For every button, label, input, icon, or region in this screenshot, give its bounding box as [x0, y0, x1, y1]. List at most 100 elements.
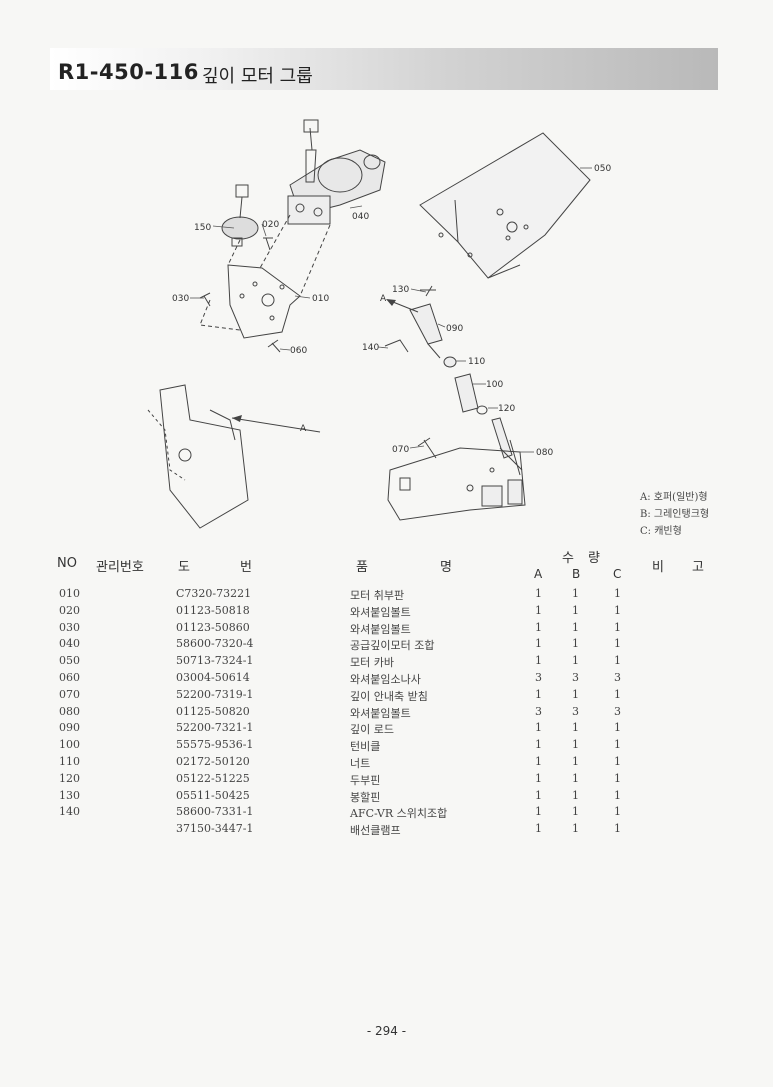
parts-diagram: 150 020 030 010 040 050 060 130 090 140 …: [147, 119, 611, 529]
qty-a: 1: [535, 755, 542, 768]
motor-cover: [419, 132, 591, 279]
depth-motor: [287, 119, 386, 225]
callout-080: 070: [392, 445, 409, 455]
qty-c: 1: [614, 772, 621, 785]
row-number: 130: [59, 789, 80, 802]
part-name: 와셔붙임볼트: [350, 707, 411, 720]
qty-b: 1: [572, 721, 579, 734]
part-number: 01123-50818: [176, 604, 250, 617]
part-name: 모터 취부판: [350, 589, 405, 602]
part-number: 58600-7320-4: [176, 637, 254, 650]
callout-150: 150: [194, 223, 211, 233]
header-col-a: A: [534, 567, 543, 581]
header-qty-2: 량: [588, 551, 600, 566]
part-name: 깊이 로드: [350, 723, 394, 736]
row-number: 070: [59, 688, 80, 701]
row-number: 090: [59, 721, 80, 734]
qty-a: 1: [535, 822, 542, 835]
qty-c: 1: [614, 654, 621, 667]
qty-b: 1: [572, 755, 579, 768]
overview-sketch: [147, 384, 321, 529]
callout-040: 040: [352, 212, 369, 222]
arrow-label-a: A: [380, 294, 387, 304]
qty-a: 1: [535, 688, 542, 701]
page-number: - 294 -: [366, 1024, 407, 1038]
qty-a: 1: [535, 805, 542, 818]
callout-100: 100: [486, 380, 503, 390]
qty-a: 1: [535, 738, 542, 751]
document-code: R1-450-116: [58, 60, 199, 84]
header-part-name-2: 명: [440, 560, 452, 575]
qty-c: 1: [614, 755, 621, 768]
document-title: 깊이 모터 그룹: [202, 66, 313, 87]
part-name: 와셔붙임볼트: [350, 606, 411, 619]
qty-c: 1: [614, 621, 621, 634]
qty-b: 1: [572, 604, 579, 617]
header-no: NO: [57, 556, 77, 571]
header-qty-1: 수: [562, 551, 574, 566]
qty-c: 1: [614, 587, 621, 600]
qty-c: 1: [614, 637, 621, 650]
callout-130: 130: [392, 285, 409, 295]
header-remark-2: 고: [692, 560, 704, 575]
part-number: 55575-9536-1: [176, 738, 254, 751]
qty-a: 1: [535, 587, 542, 600]
row-number: 110: [59, 755, 80, 768]
qty-b: 3: [572, 705, 579, 718]
qty-a: 1: [535, 637, 542, 650]
qty-c: 1: [614, 805, 621, 818]
header-remark-1: 비: [652, 560, 664, 575]
row-number: 030: [59, 621, 80, 634]
row-number: 100: [59, 738, 80, 751]
qty-a: 3: [535, 705, 542, 718]
qty-b: 1: [572, 789, 579, 802]
table-row: 100 55575-9536-1 턴비클 1 1 1: [0, 738, 773, 755]
qty-c: 1: [614, 721, 621, 734]
part-number: 03004-50614: [176, 671, 250, 684]
qty-c: 3: [614, 671, 621, 684]
qty-b: 1: [572, 637, 579, 650]
qty-c: 1: [614, 604, 621, 617]
qty-b: 1: [572, 688, 579, 701]
part-name: 공급깊이모터 조합: [350, 639, 435, 652]
qty-a: 1: [535, 772, 542, 785]
row-number: 010: [59, 587, 80, 600]
part-name: 깊이 안내축 받침: [350, 690, 428, 703]
table-row: 040 58600-7320-4 공급깊이모터 조합 1 1 1: [0, 637, 773, 654]
qty-a: 1: [535, 604, 542, 617]
part-name: 턴비클: [350, 740, 381, 753]
callout-090: 090: [446, 324, 463, 334]
part-number: 05511-50425: [176, 789, 250, 802]
qty-a: 1: [535, 721, 542, 734]
row-number: 120: [59, 772, 80, 785]
callout-030: 030: [172, 294, 189, 304]
qty-b: 1: [572, 738, 579, 751]
part-number: 05122-51225: [176, 772, 250, 785]
part-number: 37150-3447-1: [176, 822, 254, 835]
callout-060: 060: [290, 346, 307, 356]
header-col-b: B: [572, 567, 581, 581]
qty-c: 1: [614, 738, 621, 751]
legend-b: B: 그레인탱크형: [640, 509, 710, 520]
row-number: 040: [59, 637, 80, 650]
callout-140: 140: [362, 343, 379, 353]
qty-b: 1: [572, 621, 579, 634]
qty-c: 3: [614, 705, 621, 718]
qty-a: 3: [535, 671, 542, 684]
part-name: 봉할핀: [350, 791, 381, 804]
qty-b: 1: [572, 805, 579, 818]
qty-a: 1: [535, 654, 542, 667]
small-motor: [221, 184, 259, 247]
qty-b: 3: [572, 671, 579, 684]
qty-a: 1: [535, 789, 542, 802]
header-drawing-2: 번: [240, 560, 252, 575]
